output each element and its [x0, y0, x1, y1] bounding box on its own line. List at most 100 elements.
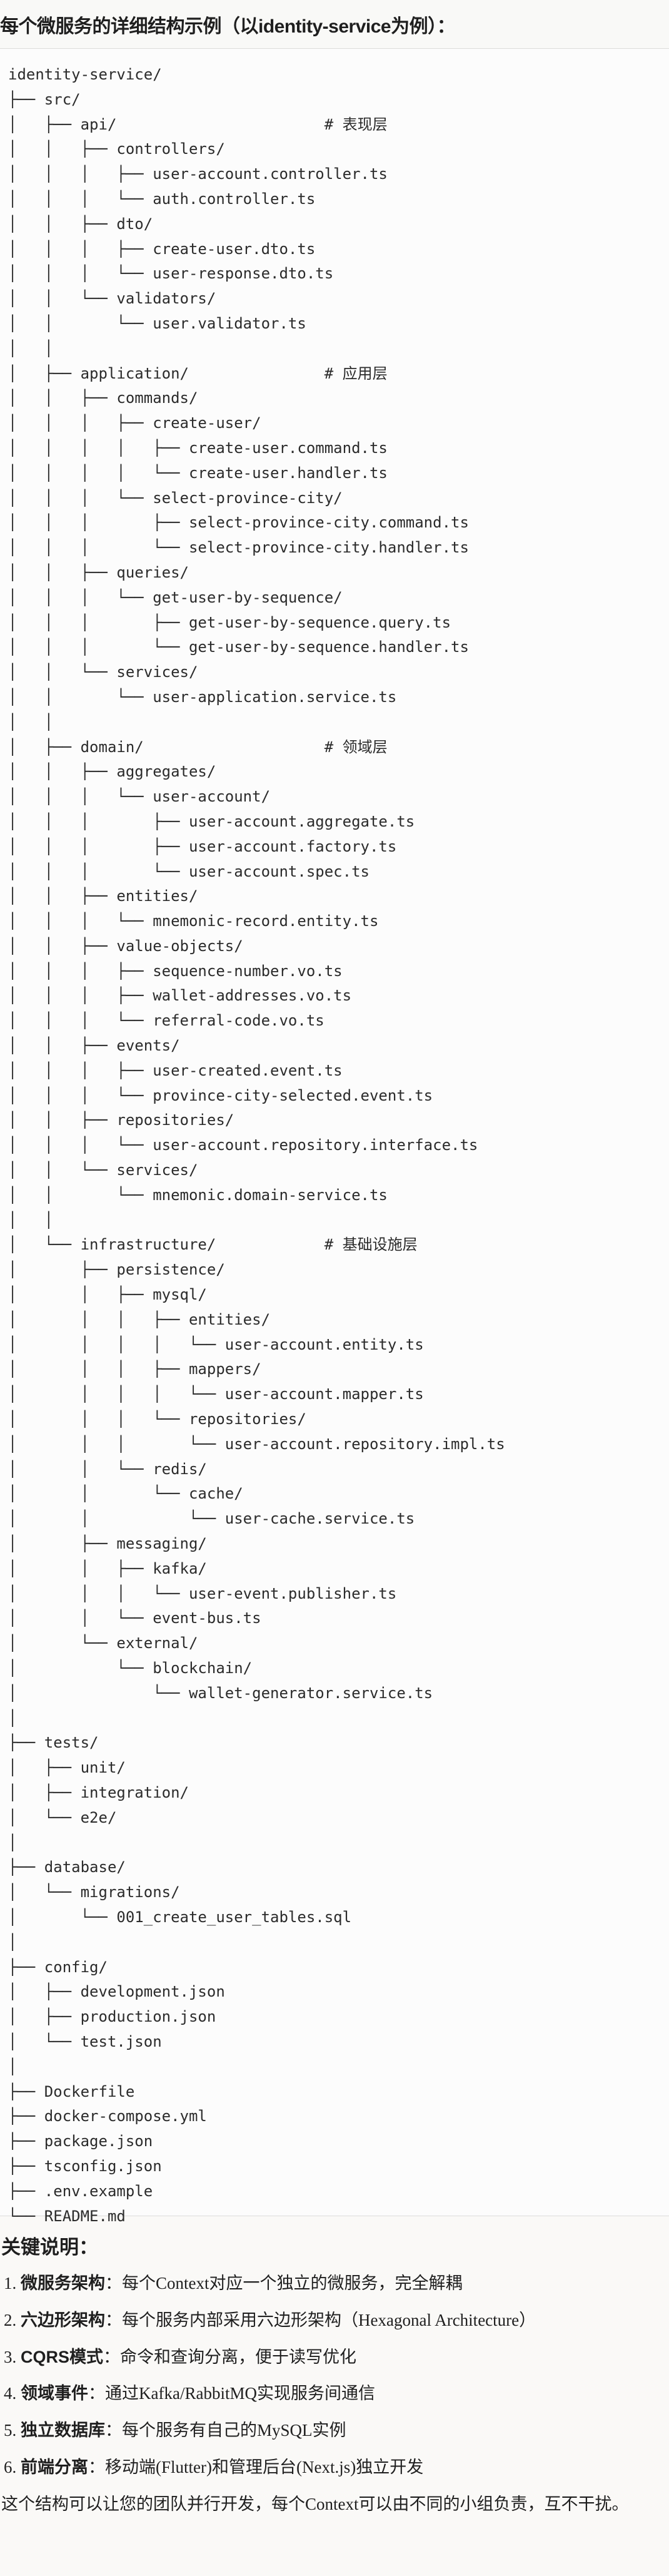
tree-line: │ │ │ ├── user-account.aggregate.ts	[8, 812, 415, 830]
tree-line: │ └── infrastructure/ # 基础设施层	[8, 1236, 418, 1254]
tree-line: ├── tests/	[8, 1734, 99, 1752]
tree-line: │ │ │ └── user-account.spec.ts	[8, 862, 370, 880]
tree-line: │	[8, 2057, 18, 2075]
key-notes-heading: 关键说明：	[1, 2236, 98, 2258]
tree-line: │ │ │ └── user-event.publisher.ts	[8, 1584, 397, 1602]
tree-line: │ │ │ ├── entities/	[8, 1310, 271, 1328]
tree-line: │ ├── unit/	[8, 1759, 126, 1777]
tree-line: │ │ │ └── user-account.repository.interf…	[8, 1136, 478, 1154]
tree-line: ├── Dockerfile	[8, 2082, 135, 2100]
tree-line: │ │ └── mnemonic.domain-service.ts	[8, 1186, 388, 1204]
item-term: 领域事件	[21, 2384, 88, 2403]
tree-line: │ │ └── user-application.service.ts	[8, 688, 397, 706]
item-term: 前端分离	[21, 2457, 88, 2477]
section-header: 每个微服务的详细结构示例（以identity-service为例）：	[0, 0, 669, 49]
tree-line: │ │ │ └── user-account/	[8, 788, 271, 806]
item-number: 6.	[4, 2457, 17, 2477]
tree-line: │ │ └── services/	[8, 663, 198, 681]
tree-line: │ │ ├── kafka/	[8, 1559, 207, 1577]
tree-line: │ │ ├── entities/	[8, 887, 198, 905]
item-term: 独立数据库	[21, 2421, 105, 2440]
key-note-item: 5. 独立数据库：每个服务有自己的MySQL实例	[1, 2412, 669, 2449]
tree-line: │ │ │ ├── sequence-number.vo.ts	[8, 962, 343, 980]
tree-line: │ │ │ └── user-account.repository.impl.t…	[8, 1435, 505, 1453]
section-title: 每个微服务的详细结构示例（以identity-service为例）：	[0, 16, 456, 37]
tree-line: │ │ │ ├── user-account.factory.ts	[8, 837, 397, 855]
tree-line: │ ├── domain/ # 领域层	[8, 738, 388, 756]
tree-line: │ │ └── cache/	[8, 1485, 243, 1503]
tree-line: │ │ │ ├── wallet-addresses.vo.ts	[8, 987, 352, 1005]
tree-line: │ │ │ ├── mappers/	[8, 1360, 261, 1378]
key-note-item: 3. CQRS模式：命令和查询分离，便于读写优化	[1, 2339, 669, 2376]
key-note-item: 4. 领域事件：通过Kafka/RabbitMQ实现服务间通信	[1, 2375, 669, 2412]
tree-line: └── README.md	[8, 2207, 126, 2225]
item-description: ：移动端(Flutter)和管理后台(Next.js)独立开发	[88, 2457, 424, 2477]
tree-line: │ │ ├── queries/	[8, 563, 189, 581]
tree-line: │ │ ├── mysql/	[8, 1286, 207, 1304]
tree-line: │ │ │ └── mnemonic-record.entity.ts	[8, 912, 379, 930]
item-description: ：每个服务有自己的MySQL实例	[105, 2421, 346, 2440]
tree-line: │ ├── api/ # 表现层	[8, 115, 388, 133]
tree-line: │ │ ├── commands/	[8, 389, 198, 407]
tree-line: │ ├── production.json	[8, 2008, 216, 2026]
item-number: 2.	[4, 2310, 17, 2329]
tree-line: │ │	[8, 339, 54, 357]
item-description: ：每个Context对应一个独立的微服务，完全解耦	[105, 2274, 463, 2293]
tree-line: │ └── test.json	[8, 2032, 162, 2050]
tree-line: │ ├── messaging/	[8, 1535, 207, 1553]
tree-line: ├── package.json	[8, 2132, 153, 2151]
tree-line: │ │ │ └── repositories/	[8, 1410, 306, 1428]
tree-line: │	[8, 1709, 18, 1727]
tree-line: │ │ ├── events/	[8, 1037, 180, 1055]
tree-line: │ │ │ ├── select-province-city.command.t…	[8, 514, 469, 532]
tree-line: │ ├── integration/	[8, 1783, 189, 1801]
item-description: ：命令和查询分离，便于读写优化	[103, 2347, 357, 2366]
tree-line: │ │ │ ├── create-user.dto.ts	[8, 240, 316, 258]
tree-line: │ ├── application/ # 应用层	[8, 364, 388, 382]
tree-line: │ │ │ ├── create-user/	[8, 414, 261, 432]
item-number: 4.	[4, 2384, 17, 2403]
item-term: 六边形架构	[21, 2310, 105, 2329]
tree-line: │ │	[8, 713, 54, 731]
item-number: 1.	[4, 2274, 17, 2293]
tree-line: identity-service/	[8, 66, 162, 83]
tree-line: │ └── external/	[8, 1634, 198, 1652]
tree-line: ├── database/	[8, 1858, 126, 1876]
tree-line: │ └── migrations/	[8, 1883, 180, 1901]
tree-line: │ │ └── services/	[8, 1161, 198, 1179]
item-number: 3.	[4, 2347, 17, 2366]
item-number: 5.	[4, 2421, 17, 2440]
tree-line: │	[8, 1833, 18, 1851]
tree-line: │ │ ├── controllers/	[8, 140, 225, 158]
item-description: ：每个服务内部采用六边形架构（Hexagonal Architecture）	[105, 2310, 536, 2329]
key-note-item: 2. 六边形架构：每个服务内部采用六边形架构（Hexagonal Archite…	[1, 2302, 669, 2339]
tree-line: │ │ │ └── select-province-city.handler.t…	[8, 539, 469, 557]
tree-line: │ │ └── redis/	[8, 1460, 207, 1478]
tree-line: ├── docker-compose.yml	[8, 2107, 207, 2125]
tree-line: │ │ └── validators/	[8, 290, 216, 308]
tree-line: │ │ └── user.validator.ts	[8, 314, 306, 332]
key-note-item: 1. 微服务架构：每个Context对应一个独立的微服务，完全解耦	[1, 2265, 669, 2302]
tree-line: │ │ │ │ └── create-user.handler.ts	[8, 464, 388, 482]
tree-line: │ │ │ └── referral-code.vo.ts	[8, 1012, 324, 1030]
tree-line: │ │ │ └── province-city-selected.event.t…	[8, 1086, 433, 1104]
tree-line: ├── src/	[8, 90, 81, 108]
tree-line: │	[8, 1933, 18, 1951]
tree-line: │ │ │ └── get-user-by-sequence.handler.t…	[8, 638, 469, 656]
item-term: 微服务架构	[21, 2274, 105, 2293]
tree-line: │ │ ├── dto/	[8, 215, 153, 233]
tree-line: │ ├── persistence/	[8, 1261, 225, 1279]
tree-line: │ │ │ ├── user-created.event.ts	[8, 1061, 343, 1079]
tree-line: │ │ │ └── get-user-by-sequence/	[8, 588, 343, 606]
tree-line: │ │ │ └── auth.controller.ts	[8, 190, 316, 208]
tree-line: │ └── wallet-generator.service.ts	[8, 1684, 433, 1702]
directory-tree-code-block: identity-service/ ├── src/ │ ├── api/ # 表现…	[0, 49, 669, 2225]
tree-line: │ ├── development.json	[8, 1983, 225, 2001]
tree-line: │ │ ├── value-objects/	[8, 937, 243, 955]
tree-line: │ └── 001_create_user_tables.sql	[8, 1908, 352, 1926]
tree-line: │ │ │ │ ├── create-user.command.ts	[8, 439, 388, 457]
tree-line: │ │ │ └── select-province-city/	[8, 489, 343, 507]
tree-line: │ └── blockchain/	[8, 1659, 253, 1677]
tree-line: │ │ │ │ └── user-account.mapper.ts	[8, 1385, 424, 1403]
